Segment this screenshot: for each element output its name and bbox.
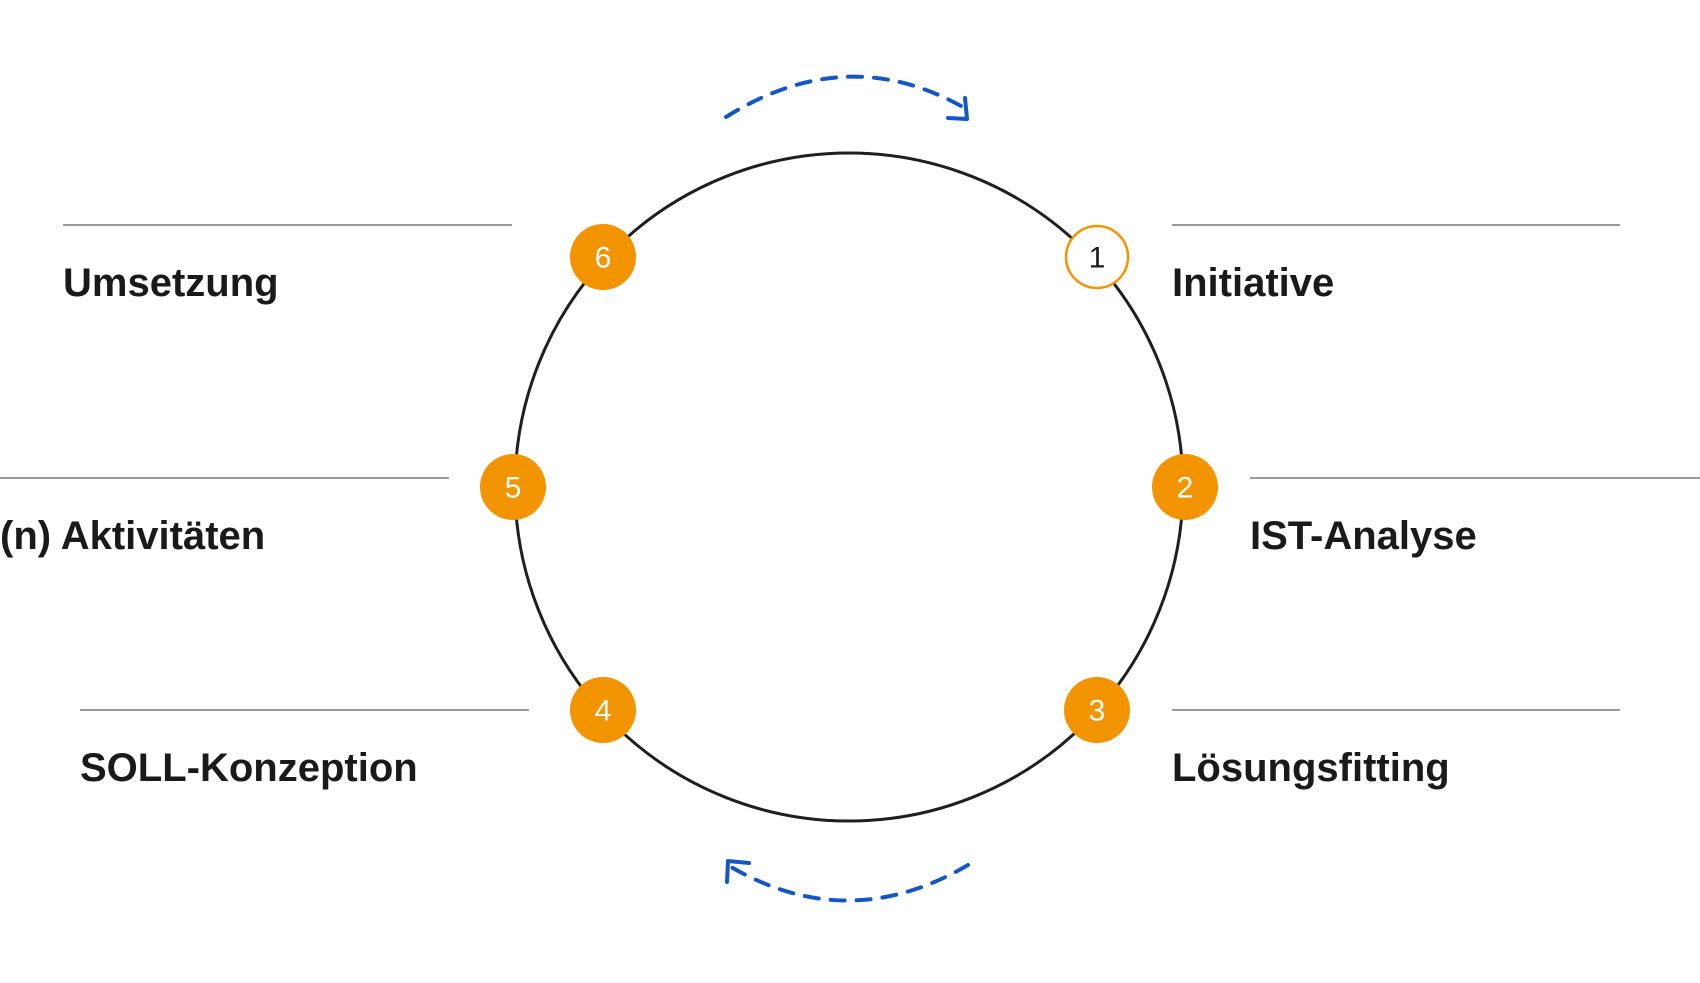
step-number-1: 1 [1089,242,1106,275]
step-marker-6-circle [570,224,636,290]
step-marker-3: 3 [1064,677,1130,743]
step-marker-3-circle [1064,677,1130,743]
step-number-4: 4 [595,695,612,728]
step-label-initiative: Initiative [1172,261,1334,305]
step-marker-4-circle [570,677,636,743]
step-marker-1: 1 [1064,224,1130,290]
step-label-loesungsfitting: Lösungsfitting [1172,746,1450,790]
clockwise-arrow-icon-bottom [725,859,970,903]
step-marker-5-circle [480,454,546,520]
step-label-aktivitaeten: (n) Aktivitäten [0,514,265,558]
step-label-umsetzung: Umsetzung [63,261,279,305]
step-marker-4: 4 [570,677,636,743]
step-number-2: 2 [1177,472,1194,505]
step-label-ist-analyse: IST-Analyse [1250,514,1477,558]
step-marker-1-circle [1064,224,1130,290]
step-marker-5: 5 [480,454,546,520]
step-marker-2: 2 [1152,454,1218,520]
step-marker-6: 6 [570,224,636,290]
clockwise-arrow-icon-top [724,74,970,121]
step-number-3: 3 [1089,695,1106,728]
step-marker-2-circle [1152,454,1218,520]
step-label-soll-konzeption: SOLL-Konzeption [80,746,418,790]
step-number-5: 5 [505,472,522,505]
step-number-6: 6 [595,242,612,275]
